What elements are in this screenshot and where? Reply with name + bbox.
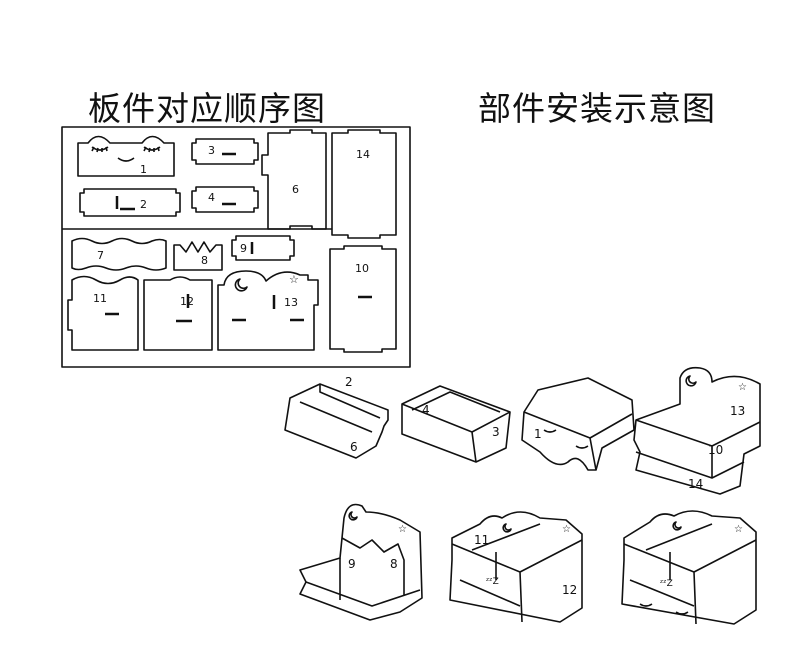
panel-3: 3 (191, 138, 259, 165)
panel-4: 4 (191, 186, 259, 213)
step5-edges (305, 537, 421, 607)
step3-drawer (521, 377, 635, 471)
panel-9-outline (231, 235, 295, 261)
step4-label-10: 10 (708, 443, 723, 457)
zzz-icon: ᶻᶻZ (660, 579, 673, 589)
panel-1: 1 (77, 135, 175, 177)
step6-edges (451, 523, 583, 623)
star-icon: ☆ (738, 382, 747, 393)
panel-10: 10 (329, 245, 397, 353)
panel-13: ☆ 13 (217, 270, 319, 351)
star-icon: ☆ (734, 524, 743, 535)
star-icon: ☆ (398, 524, 407, 535)
panel-14-outline (331, 129, 397, 239)
star-icon: ☆ (289, 273, 299, 286)
panel-4-outline (191, 186, 259, 213)
panel-13-outline (217, 270, 319, 351)
panel-4-label: 4 (208, 191, 215, 204)
step3-label-1: 1 (534, 427, 542, 441)
step5-label-8: 8 (390, 557, 398, 571)
panel-3-label: 3 (208, 144, 215, 157)
step4-back-assembly (633, 366, 761, 495)
panel-14: 14 (331, 129, 397, 239)
sheet-border (61, 126, 411, 368)
step2-label-4: 4 (422, 403, 430, 417)
panel-11-outline (67, 275, 139, 351)
step1-label-2: 2 (345, 375, 353, 389)
assembly-step-5: ☆ 9 8 (299, 503, 423, 621)
step7-edges (623, 523, 757, 625)
panel-2-outline (79, 188, 181, 217)
closed-eye-icon (91, 146, 109, 153)
panel-12-label: 12 (180, 295, 194, 308)
step4-label-14: 14 (688, 477, 703, 491)
assembly-step-1: 2 6 (284, 375, 389, 459)
panel-13-label: 13 (284, 296, 298, 309)
step3-edges (523, 411, 633, 471)
panel-3-outline (191, 138, 259, 165)
step4-label-13: 13 (730, 404, 745, 418)
step2-edges (401, 391, 511, 463)
panel-6: 6 (261, 129, 327, 230)
panel-11: 11 (67, 275, 139, 351)
step1-base-board (284, 383, 389, 459)
parts-sheet (61, 126, 411, 368)
step2-label-3: 3 (492, 425, 500, 439)
panel-8-outline (173, 241, 223, 271)
panel-7-label: 7 (97, 249, 104, 262)
closed-eye-icon (543, 429, 589, 449)
panel-7: 7 (71, 237, 167, 271)
assembly-step-3: 1 (521, 377, 635, 471)
panel-7-outline (71, 237, 167, 271)
closed-eye-icon (143, 146, 161, 153)
panel-9-label: 9 (240, 242, 247, 255)
step6-box (449, 511, 583, 623)
moon-icon (234, 278, 248, 292)
panel-6-label: 6 (292, 183, 299, 196)
panel-8-label: 8 (201, 254, 208, 267)
step4-shelves (635, 419, 761, 479)
panel-8: 8 (173, 241, 223, 271)
smile-icon (117, 157, 135, 162)
assembly-step-4: ☆ 13 10 14 (633, 366, 761, 495)
panel-6-outline (261, 129, 327, 230)
step5-label-9: 9 (348, 557, 356, 571)
step1-label-6: 6 (350, 440, 358, 454)
assembly-title: 部件安装示意图 (478, 89, 716, 128)
step6-label-11: 11 (474, 533, 489, 547)
assembly-step-2: 4 3 (401, 385, 511, 463)
step1-rail (299, 384, 381, 433)
closed-eye-icon (639, 603, 689, 615)
panel-11-label: 11 (93, 292, 107, 305)
parts-order-title: 板件对应顺序图 (88, 89, 326, 128)
panel-2-label: 2 (140, 198, 147, 211)
assembly-step-6: ☆ ᶻᶻZ 11 12 (449, 511, 583, 623)
star-icon: ☆ (562, 524, 571, 535)
moon-icon (348, 511, 358, 521)
panel-10-label: 10 (355, 262, 369, 275)
assembly-step-7: ☆ ᶻᶻZ (621, 510, 757, 625)
moon-icon (685, 375, 697, 387)
panel-14-label: 14 (356, 148, 370, 161)
panel-9: 9 (231, 235, 295, 261)
zzz-icon: ᶻᶻZ (486, 577, 499, 587)
moon-icon (672, 521, 682, 531)
panel-1-outline (77, 135, 175, 177)
panel-12-outline (143, 276, 213, 351)
panel-10-outline (329, 245, 397, 353)
step5-assembly (299, 503, 423, 621)
step7-box (621, 510, 757, 625)
step2-tray (401, 385, 511, 463)
panel-2: 2 (79, 188, 181, 217)
moon-icon (502, 523, 512, 533)
panel-1-label: 1 (140, 163, 147, 176)
step6-label-12: 12 (562, 583, 577, 597)
panel-12: 12 (143, 276, 213, 351)
